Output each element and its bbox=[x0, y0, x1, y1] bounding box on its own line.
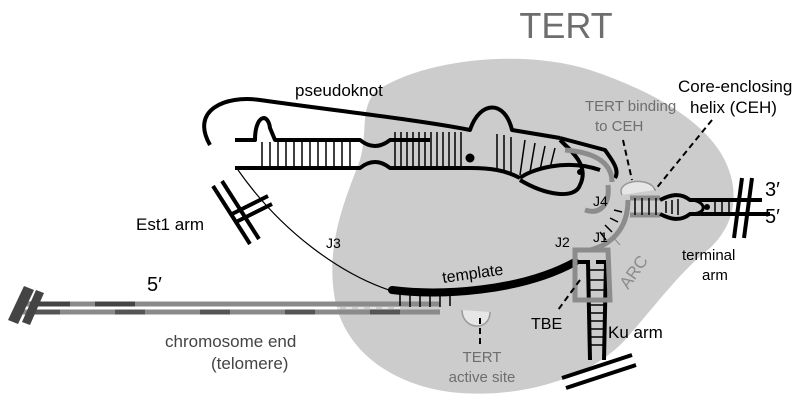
est1-arm bbox=[213, 181, 272, 244]
label-j1: J1 bbox=[593, 229, 608, 245]
terminal-arm-dot bbox=[704, 204, 710, 210]
label-est1-arm: Est1 arm bbox=[136, 215, 204, 234]
label-active-site-2: active site bbox=[449, 369, 516, 386]
label-terminal-arm-1: terminal bbox=[682, 247, 735, 264]
label-ku-arm: Ku arm bbox=[608, 323, 663, 342]
label-pseudoknot: pseudoknot bbox=[295, 81, 383, 100]
label-three-prime: 3′ bbox=[765, 179, 780, 201]
stem-dot bbox=[577, 169, 583, 175]
label-j4: J4 bbox=[593, 193, 608, 209]
label-ceh-1: Core-enclosing bbox=[678, 77, 792, 96]
label-chromosome-1: chromosome end bbox=[165, 332, 296, 351]
label-tert-binding-1: TERT binding bbox=[585, 98, 676, 115]
label-j3: J3 bbox=[326, 235, 341, 251]
label-active-site-1: TERT bbox=[463, 349, 502, 366]
label-terminal-arm-2: arm bbox=[702, 267, 728, 284]
pseudoknot-dot bbox=[466, 154, 475, 163]
label-tert-binding-2: to CEH bbox=[595, 118, 643, 135]
label-five-prime-right: 5′ bbox=[765, 206, 780, 228]
title-tert: TERT bbox=[519, 5, 612, 46]
terminal-arm-end-bars bbox=[734, 178, 762, 238]
label-tbe: TBE bbox=[531, 316, 562, 333]
label-j2: J2 bbox=[555, 234, 570, 250]
label-ceh-2: helix (CEH) bbox=[690, 98, 777, 117]
label-chromosome-2: (telomere) bbox=[211, 354, 288, 373]
label-five-prime-left: 5′ bbox=[147, 274, 162, 296]
